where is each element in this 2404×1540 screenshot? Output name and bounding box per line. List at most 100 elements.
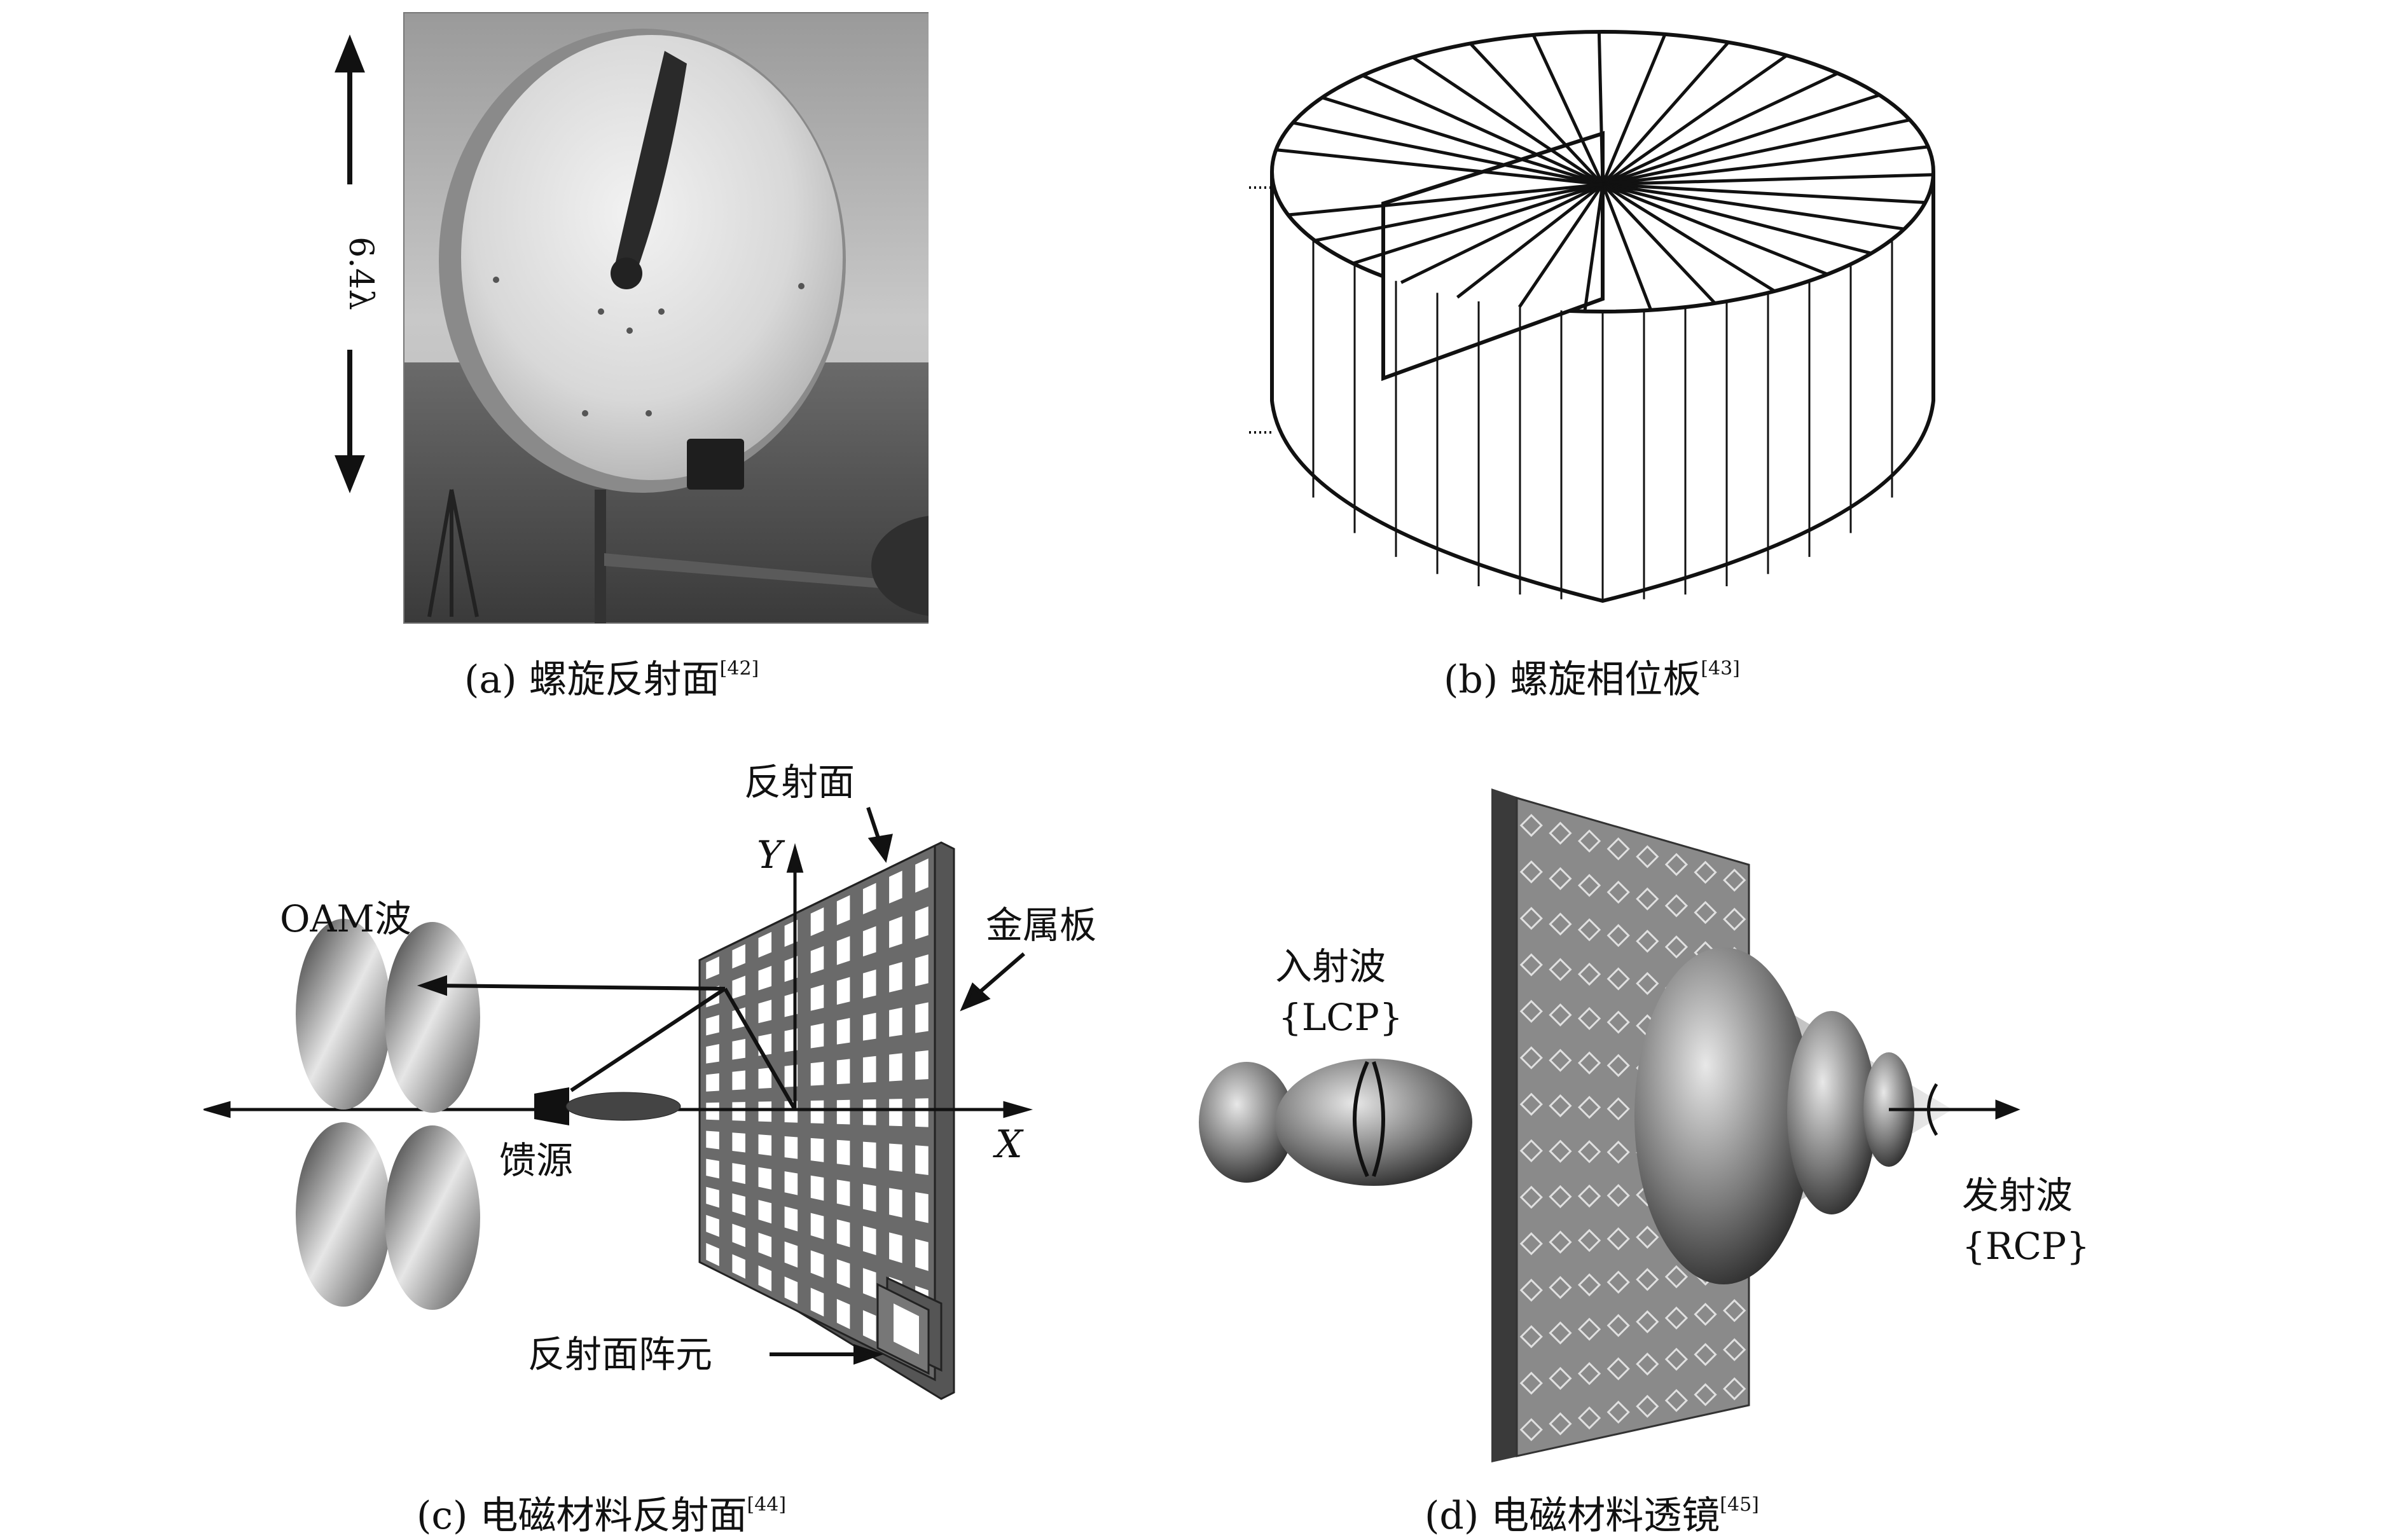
lens-cell xyxy=(1519,1325,1543,1349)
reflector-cell xyxy=(862,1055,876,1083)
panel-c: Y X 反射面 金属板 OAM波 馈源 xyxy=(204,744,1157,1412)
reflector-cell xyxy=(862,1310,876,1342)
label-emitted-pol: {RCP} xyxy=(1962,1225,2090,1268)
reflector-cell xyxy=(706,1131,719,1150)
lens-cell xyxy=(1723,907,1746,931)
step-line xyxy=(1352,182,1603,265)
lens-cell xyxy=(1723,869,1746,892)
bush xyxy=(871,516,929,616)
spiral-step xyxy=(614,51,687,273)
reflector-cell xyxy=(732,1038,745,1060)
label-incident-pol: {LCP} xyxy=(1278,996,1403,1039)
lens-cell xyxy=(1519,1092,1543,1116)
lens-cell xyxy=(1636,1268,1659,1291)
feed-horn xyxy=(687,439,744,490)
lens-cell xyxy=(1549,1275,1572,1300)
reflector-cell xyxy=(915,1050,929,1080)
reflector-cell xyxy=(836,936,850,965)
reflector-cell xyxy=(784,1136,798,1159)
reflector-cell xyxy=(732,1254,745,1279)
lens-cell xyxy=(1549,1048,1572,1072)
lens-cell xyxy=(1519,1046,1543,1069)
reflector-cell xyxy=(836,977,850,1005)
lens-cell xyxy=(1636,930,1659,953)
reflector-cell xyxy=(758,1067,772,1089)
lens-cell xyxy=(1636,1352,1659,1376)
panel-a: 6.4λ xyxy=(305,6,929,642)
caption-c: (c) 电磁材料反射面[44] xyxy=(417,1494,787,1538)
rcp-output-arrow xyxy=(1889,1083,2021,1136)
axis-y-label: Y xyxy=(757,833,785,877)
feed-horn xyxy=(534,1087,569,1125)
lens-cell xyxy=(1577,1051,1601,1075)
lens-cell xyxy=(1664,1389,1689,1412)
reflector-cell xyxy=(810,1023,824,1048)
step-line xyxy=(1602,182,1905,231)
dimension-label: 6.4λ xyxy=(342,237,380,310)
reflector-cell xyxy=(810,1288,824,1317)
reflector-cell xyxy=(758,932,772,958)
reflector-cell xyxy=(706,956,719,980)
reflector-cell xyxy=(784,1276,798,1304)
step-line xyxy=(1531,34,1605,186)
lens-cell xyxy=(1664,853,1689,876)
step-line xyxy=(1601,72,1839,186)
step-line xyxy=(1602,118,1910,186)
oam-wave xyxy=(296,919,480,1310)
lens-cell xyxy=(1636,887,1659,911)
reflector-cell xyxy=(915,1145,929,1176)
lens-cell xyxy=(1694,1383,1717,1406)
reflector-element xyxy=(876,1276,943,1375)
output-lobe-1 xyxy=(1634,947,1813,1284)
lens-cell xyxy=(1549,867,1572,890)
lens-cell xyxy=(1664,1347,1689,1371)
reflector-cell xyxy=(889,1188,902,1218)
step-line xyxy=(1601,182,1776,293)
lens-cell xyxy=(1694,860,1717,884)
reflector-cell xyxy=(758,965,772,991)
lens-cell xyxy=(1606,837,1630,861)
reflector-cell xyxy=(889,1053,902,1082)
lens-cell xyxy=(1577,1228,1601,1253)
reflector-cell xyxy=(862,1226,876,1255)
reflector-cell xyxy=(706,1044,719,1064)
step-line xyxy=(1288,182,1603,217)
lens-cell xyxy=(1519,907,1543,930)
reflector-cell xyxy=(784,1171,798,1195)
lens-cell xyxy=(1549,958,1572,981)
reflector-cell xyxy=(706,1242,719,1267)
feed-beam xyxy=(565,1092,681,1121)
reflector-cell xyxy=(862,926,876,957)
lens-cell xyxy=(1723,1338,1746,1361)
lens-cell xyxy=(1549,1321,1572,1345)
step-line xyxy=(1469,42,1604,186)
reflector-cell xyxy=(732,975,745,1000)
step-line xyxy=(1602,173,1933,186)
step-line xyxy=(1601,183,1717,305)
spiral-reflector-photo: 6.4λ xyxy=(335,12,929,624)
reflector-cell xyxy=(732,1102,745,1121)
lens-cell xyxy=(1636,972,1659,995)
metamaterial-reflector-diagram: Y X 反射面 金属板 OAM波 馈源 xyxy=(204,760,1096,1400)
reflector-cell xyxy=(836,1139,850,1165)
lens-cell xyxy=(1606,1184,1630,1207)
spiral-phase-plate-drawing xyxy=(1247,30,1935,603)
reflector-cell xyxy=(836,1059,850,1085)
lens-cell xyxy=(1577,918,1601,942)
step-line xyxy=(1456,183,1604,299)
reflector-cell xyxy=(810,907,824,937)
lens-cell xyxy=(1549,1366,1572,1390)
pointer-arrows xyxy=(770,807,1025,1365)
lens-cell xyxy=(1519,1139,1543,1162)
reflector-cell xyxy=(836,1018,850,1045)
ray-paths xyxy=(417,975,797,1111)
reflector-cell xyxy=(836,1099,850,1125)
reflector-cell xyxy=(732,1132,745,1153)
reflector-cell xyxy=(836,1298,850,1330)
reflector-cell xyxy=(862,1099,876,1125)
step-line xyxy=(1314,182,1603,242)
lens-cell xyxy=(1549,822,1572,845)
reflector-cell xyxy=(758,1000,772,1024)
caption-d: (d) 电磁材料透镜[45] xyxy=(1425,1494,1759,1538)
reflector-cell xyxy=(758,1167,772,1190)
